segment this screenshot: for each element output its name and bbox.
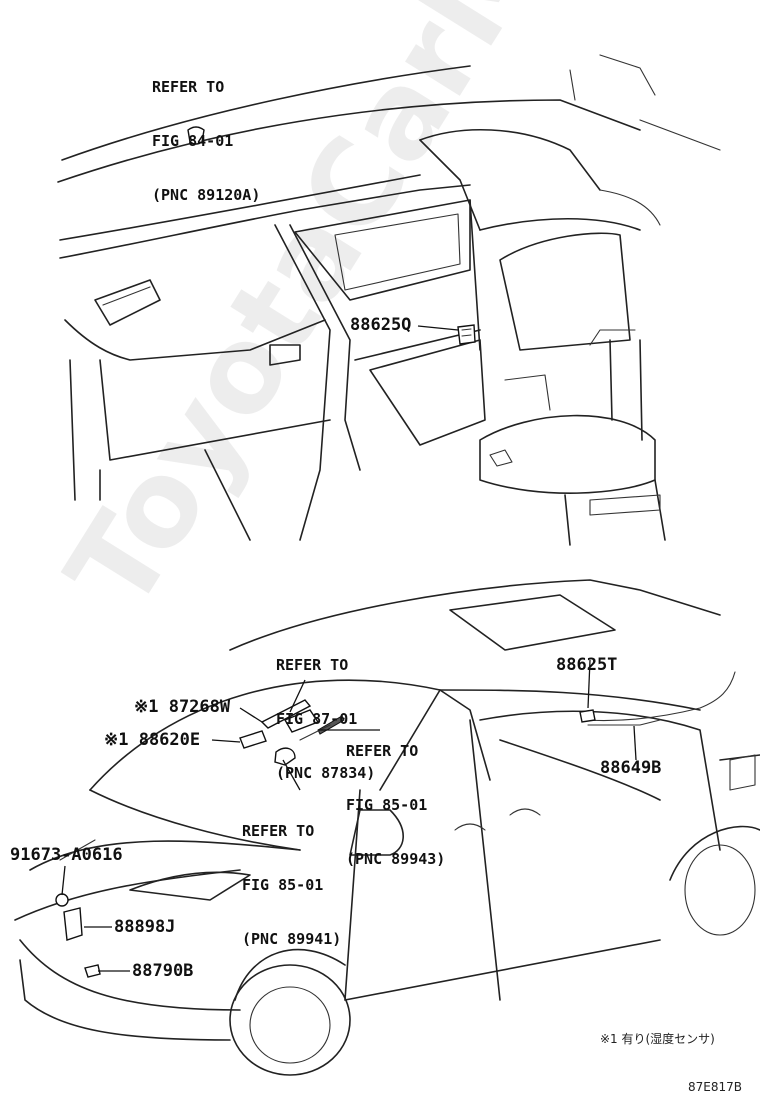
reference-line: REFER TO	[152, 78, 225, 96]
part-91673-A0616[interactable]: 91673-A0616	[10, 845, 123, 865]
reference-line: REFER TO	[276, 656, 349, 674]
reference-fig-84-01: REFER TO FIG 84-01 (PNC 89120A)	[152, 42, 260, 240]
dashboard-illustration	[57, 54, 721, 546]
reference-line: (PNC 89120A)	[152, 186, 261, 204]
reference-line: REFER TO	[242, 822, 315, 840]
part-88625T[interactable]: 88625T	[556, 655, 618, 675]
reference-line: (PNC 87834)	[276, 764, 376, 782]
part-88620E[interactable]: ※1 88620E	[104, 730, 201, 750]
part-88790B[interactable]: 88790B	[132, 961, 194, 981]
reference-fig-87-01: REFER TO FIG 87-01 (PNC 87834)	[276, 620, 375, 818]
figure-code: 87E817B	[688, 1080, 742, 1094]
reference-fig-85-01-b: REFER TO FIG 85-01 (PNC 89941)	[242, 786, 341, 984]
reference-line: FIG 87-01	[276, 710, 358, 728]
reference-line: (PNC 89941)	[242, 930, 342, 948]
part-88649B[interactable]: 88649B	[600, 758, 662, 778]
vehicle-illustration	[14, 579, 760, 1076]
reference-line: FIG 85-01	[346, 796, 428, 814]
reference-line: FIG 84-01	[152, 132, 234, 150]
footnote: ※1 有り(湿度センサ)	[600, 1032, 715, 1046]
part-88898J[interactable]: 88898J	[114, 917, 176, 937]
part-87268W[interactable]: ※1 87268W	[134, 697, 231, 717]
leader-lines	[61, 325, 637, 972]
reference-line: REFER TO	[346, 742, 419, 760]
reference-fig-85-01-a: REFER TO FIG 85-01 (PNC 89943)	[346, 706, 445, 904]
reference-line: FIG 85-01	[242, 876, 324, 894]
part-88625Q[interactable]: 88625Q	[350, 315, 412, 335]
reference-line: (PNC 89943)	[346, 850, 446, 868]
